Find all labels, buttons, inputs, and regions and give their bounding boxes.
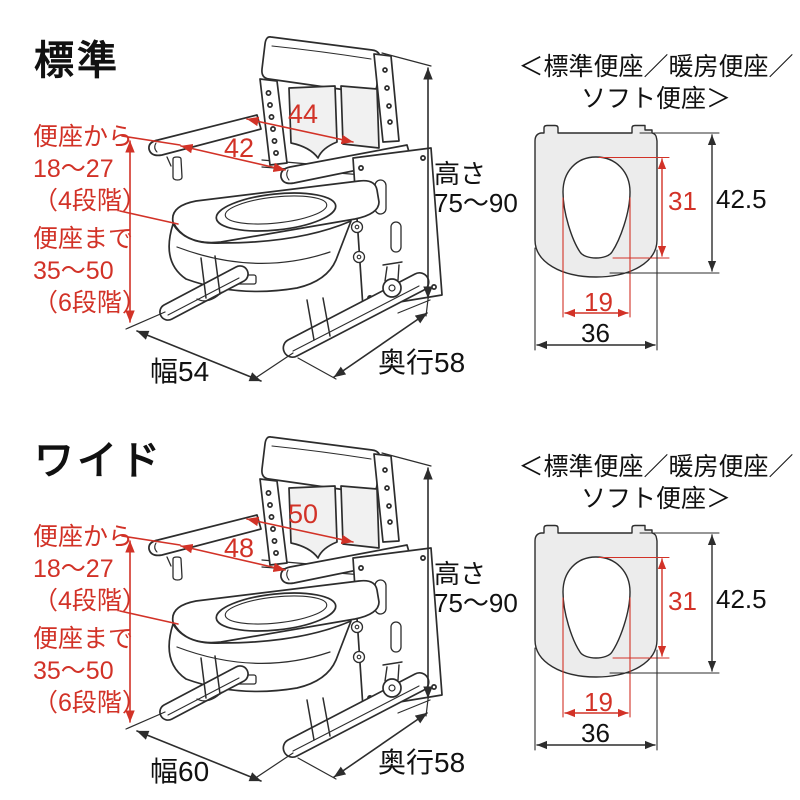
seat-to-range: 35〜50: [33, 657, 114, 685]
seat-to-label: 便座まで: [33, 225, 134, 253]
seat-types-heading-line2: ソフト便座＞: [580, 85, 731, 113]
arm-inner-width-value: 42: [224, 133, 255, 163]
depth-dimension-label: 奥行58: [378, 347, 466, 378]
seat-top-view-art: [535, 126, 719, 351]
seat-types-heading: ＜標準便座／暖房便座／ ソフト便座＞: [510, 51, 800, 115]
width-dimension-label: 幅60: [150, 756, 210, 787]
seat-overall-depth-value: 42.5: [716, 184, 767, 214]
seat-from-label-group: 便座から 18〜27 （4段階）: [33, 521, 147, 617]
width-dimension-label: 幅54: [150, 356, 210, 387]
seat-from-steps: （4段階）: [33, 187, 147, 215]
section-title: 標準: [34, 39, 120, 83]
height-range: 75〜90: [434, 588, 518, 618]
seat-from-range: 18〜27: [33, 155, 114, 183]
seat-hole-depth-value: 31: [668, 586, 697, 616]
seat-to-label-group: 便座まで 35〜50 （6段階）: [33, 623, 147, 719]
seat-height-labels: 便座から 18〜27 （4段階） 便座まで 35〜50 （6段階）: [33, 121, 147, 319]
section-title: ワイド: [34, 439, 163, 483]
height-dimension-label: 高さ 75〜90: [434, 160, 518, 218]
seat-from-label: 便座から: [33, 523, 134, 551]
chair-line-art: [148, 36, 443, 359]
seat-from-label: 便座から: [33, 123, 134, 151]
seat-types-heading-line2: ソフト便座＞: [580, 485, 731, 513]
seat-to-range: 35〜50: [33, 257, 114, 285]
seat-overall-depth-value: 42.5: [716, 584, 767, 614]
seat-types-heading-line1: ＜標準便座／暖房便座／: [518, 53, 794, 81]
seat-to-label-group: 便座まで 35〜50 （6段階）: [33, 223, 147, 319]
seat-height-labels: 便座から 18〜27 （4段階） 便座まで 35〜50 （6段階）: [33, 521, 147, 719]
chair-line-art: [148, 436, 443, 759]
arm-inner-width-value: 48: [224, 533, 255, 563]
back-inner-width-value: 44: [288, 99, 319, 129]
height-label: 高さ: [434, 559, 487, 589]
seat-from-label-group: 便座から 18〜27 （4段階）: [33, 121, 147, 217]
seat-from-range: 18〜27: [33, 555, 114, 583]
seat-from-steps: （4段階）: [33, 587, 147, 615]
height-range: 75〜90: [434, 188, 518, 218]
seat-hole-depth-value: 31: [668, 186, 697, 216]
seat-to-steps: （6段階）: [33, 289, 147, 317]
height-dimension-label: 高さ 75〜90: [434, 560, 518, 618]
section-wide: ワイド 便座から 18〜27 （4段階） 便座まで 35〜50 （6段階） 50…: [0, 400, 800, 800]
seat-overall-width-value: 36: [581, 718, 610, 748]
seat-hole-width-value: 19: [584, 287, 613, 317]
seat-hole-width-value: 19: [584, 687, 613, 717]
back-inner-width-value: 50: [288, 499, 319, 529]
seat-types-heading-line1: ＜標準便座／暖房便座／: [518, 453, 794, 481]
height-label: 高さ: [434, 159, 487, 189]
seat-to-steps: （6段階）: [33, 689, 147, 717]
section-standard: 標準 便座から 18〜27 （4段階） 便座まで 35〜50 （6段階） 44 …: [33, 36, 800, 387]
seat-to-label: 便座まで: [33, 625, 134, 653]
seat-top-view-art: [535, 526, 719, 751]
depth-dimension-label: 奥行58: [378, 747, 466, 778]
seat-overall-width-value: 36: [581, 318, 610, 348]
seat-types-heading: ＜標準便座／暖房便座／ ソフト便座＞: [510, 451, 800, 515]
